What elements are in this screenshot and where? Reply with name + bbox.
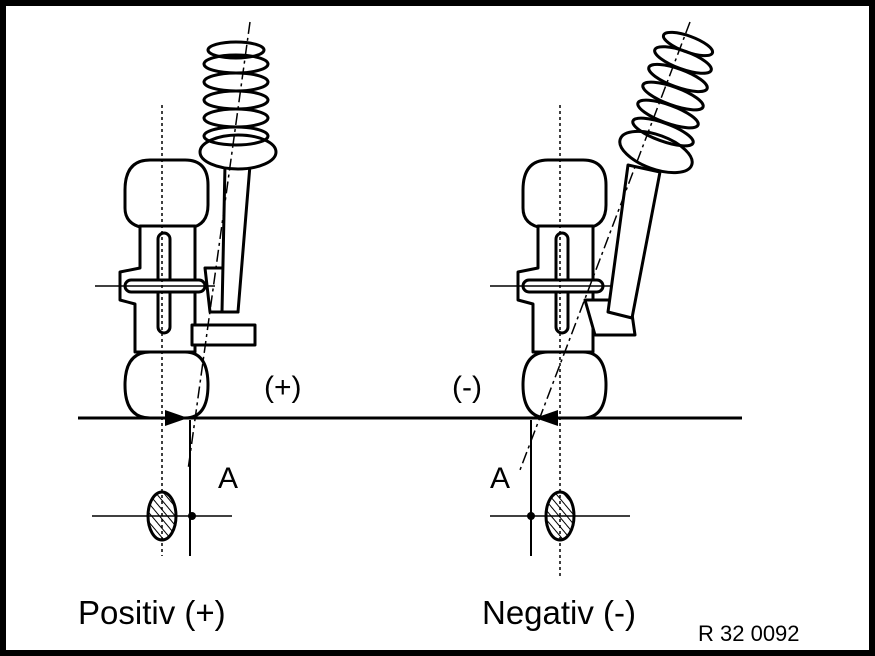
left-tire-lower	[123, 350, 210, 420]
reference-code: R 32 0092	[698, 621, 800, 646]
left-wheel-assembly	[118, 40, 278, 420]
left-steering-point	[188, 512, 196, 520]
right-tire-upper	[521, 158, 608, 230]
right-steering-axis	[519, 21, 691, 471]
right-contact-patch	[544, 490, 576, 542]
right-spring-seat	[618, 129, 694, 175]
right-tire-lower	[521, 350, 608, 420]
right-steering-point	[527, 512, 535, 520]
positive-caption: Positiv (+)	[78, 594, 226, 631]
right-strut	[606, 163, 662, 320]
left-contact-patch	[146, 490, 178, 542]
left-steering-axis	[187, 21, 251, 471]
right-arrowhead	[535, 410, 558, 426]
right-offset-label: A	[490, 462, 510, 495]
left-lower-arm	[190, 323, 257, 347]
left-sign-label: (+)	[264, 371, 302, 404]
right-wheel-assembly	[516, 30, 715, 420]
left-coil-spring	[202, 40, 270, 147]
right-coil-spring	[631, 30, 715, 148]
left-arrowhead	[165, 410, 188, 426]
left-axes	[92, 21, 251, 556]
left-offset-label: A	[218, 462, 238, 495]
left-strut	[220, 163, 252, 314]
negative-caption: Negativ (-)	[482, 594, 636, 631]
right-sign-label: (-)	[452, 371, 482, 404]
left-tire-upper	[123, 158, 210, 230]
